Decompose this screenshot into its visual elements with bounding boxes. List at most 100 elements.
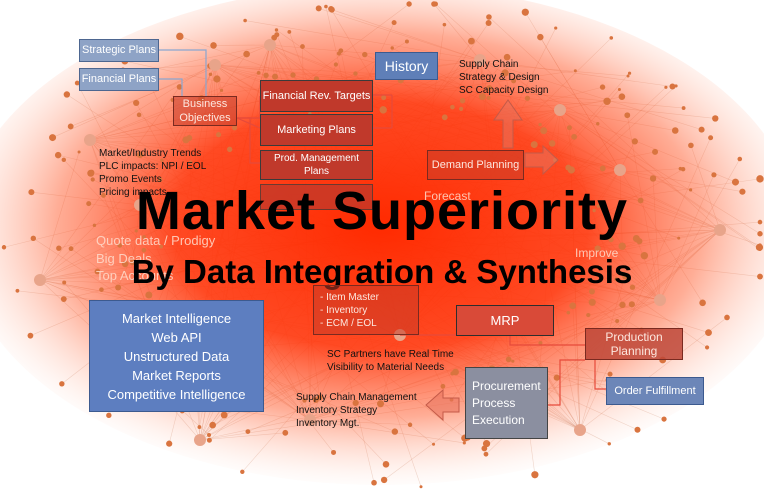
network-node — [63, 91, 71, 98]
network-node — [431, 1, 437, 7]
network-node — [617, 87, 621, 91]
network-node — [90, 177, 95, 182]
network-node — [618, 93, 626, 100]
network-node — [681, 106, 686, 110]
network-node — [315, 5, 322, 12]
network-node — [486, 85, 493, 92]
network-node — [486, 95, 491, 101]
network-node — [197, 425, 202, 429]
network-node — [708, 135, 714, 141]
network-hub — [34, 274, 46, 286]
network-hub — [134, 199, 146, 211]
mrp-label: MRP — [490, 312, 520, 328]
financial-plans-label: Financial Plans — [81, 73, 157, 85]
network-node — [531, 471, 539, 479]
network-node — [263, 72, 269, 79]
top-accounts-text: Top Accounts — [96, 268, 174, 283]
network-node — [505, 356, 512, 363]
network-node — [705, 329, 712, 336]
network-node — [213, 75, 221, 83]
network-node — [407, 422, 413, 427]
market-trends-line-2: PLC impacts: NPI / EOL — [99, 161, 207, 172]
network-node — [56, 245, 62, 251]
network-node — [634, 426, 641, 433]
network-node — [145, 291, 153, 299]
network-node — [478, 93, 486, 101]
network-node — [117, 242, 123, 248]
network-hub — [474, 54, 486, 66]
network-node — [553, 374, 560, 381]
inventory-line-3: Inventory Mgt. — [296, 418, 360, 429]
supply-chain-note: Supply Chain Strategy & Design SC Capaci… — [459, 58, 548, 97]
network-node — [157, 177, 163, 183]
network-node — [353, 71, 358, 76]
supply-chain-line-1: Supply Chain — [459, 59, 519, 70]
network-node — [680, 167, 686, 172]
network-node — [649, 175, 657, 182]
network-node — [615, 318, 620, 323]
network-node — [30, 235, 37, 242]
network-node — [219, 88, 224, 92]
network-node — [89, 169, 95, 175]
market-intelligence-line-1: Market Intelligence — [121, 310, 232, 326]
network-node — [596, 122, 600, 126]
network-node — [391, 428, 399, 435]
network-node — [208, 72, 213, 77]
network-node — [627, 71, 632, 75]
network-node — [594, 245, 601, 252]
network-node — [333, 62, 339, 67]
network-node — [232, 125, 238, 131]
network-hub — [304, 414, 316, 426]
network-node — [406, 1, 412, 7]
network-node — [607, 371, 613, 377]
network-node — [94, 268, 101, 275]
network-node — [540, 127, 548, 135]
quote-data-text: Quote data / Prodigy — [96, 233, 216, 248]
network-node — [608, 236, 614, 243]
network-node — [566, 125, 572, 131]
improve-text: Improve — [575, 246, 619, 260]
network-node — [328, 6, 334, 12]
network-node — [77, 150, 81, 154]
network-node — [106, 412, 112, 419]
network-hub — [614, 164, 626, 176]
demand-planning-box: Demand Planning — [427, 150, 524, 180]
network-node — [220, 411, 228, 419]
market-intelligence-line-4: Market Reports — [132, 367, 221, 383]
network-node — [755, 243, 764, 251]
network-node — [524, 95, 531, 101]
market-intelligence-line-2: Web API — [151, 329, 202, 345]
network-node — [640, 251, 649, 260]
network-node — [622, 274, 628, 280]
network-node — [628, 301, 635, 308]
network-node — [503, 53, 511, 61]
network-node — [391, 20, 397, 26]
network-node — [552, 157, 558, 163]
network-node — [599, 165, 606, 172]
network-node — [626, 74, 630, 78]
network-node — [159, 244, 164, 249]
network-node — [136, 151, 144, 158]
history-label: History — [384, 57, 429, 74]
network-node — [274, 32, 280, 38]
network-node — [538, 341, 543, 346]
network-node — [483, 451, 489, 457]
network-node — [240, 469, 245, 474]
network-node — [688, 142, 694, 149]
network-hub — [264, 39, 276, 51]
network-hub — [209, 59, 221, 71]
network-node — [101, 193, 106, 198]
network-node — [677, 236, 681, 240]
production-planning-label: Production Planning — [605, 330, 663, 358]
network-node — [331, 449, 337, 455]
network-node — [619, 301, 626, 309]
network-node — [28, 189, 35, 196]
network-node — [607, 442, 611, 446]
network-node — [134, 229, 138, 233]
sc-partners-line-2: Visibility to Material Needs — [327, 362, 445, 373]
network-node — [596, 204, 601, 208]
network-node — [586, 312, 591, 318]
network-node — [664, 85, 668, 89]
network-hub — [194, 434, 206, 446]
network-node — [380, 476, 388, 484]
